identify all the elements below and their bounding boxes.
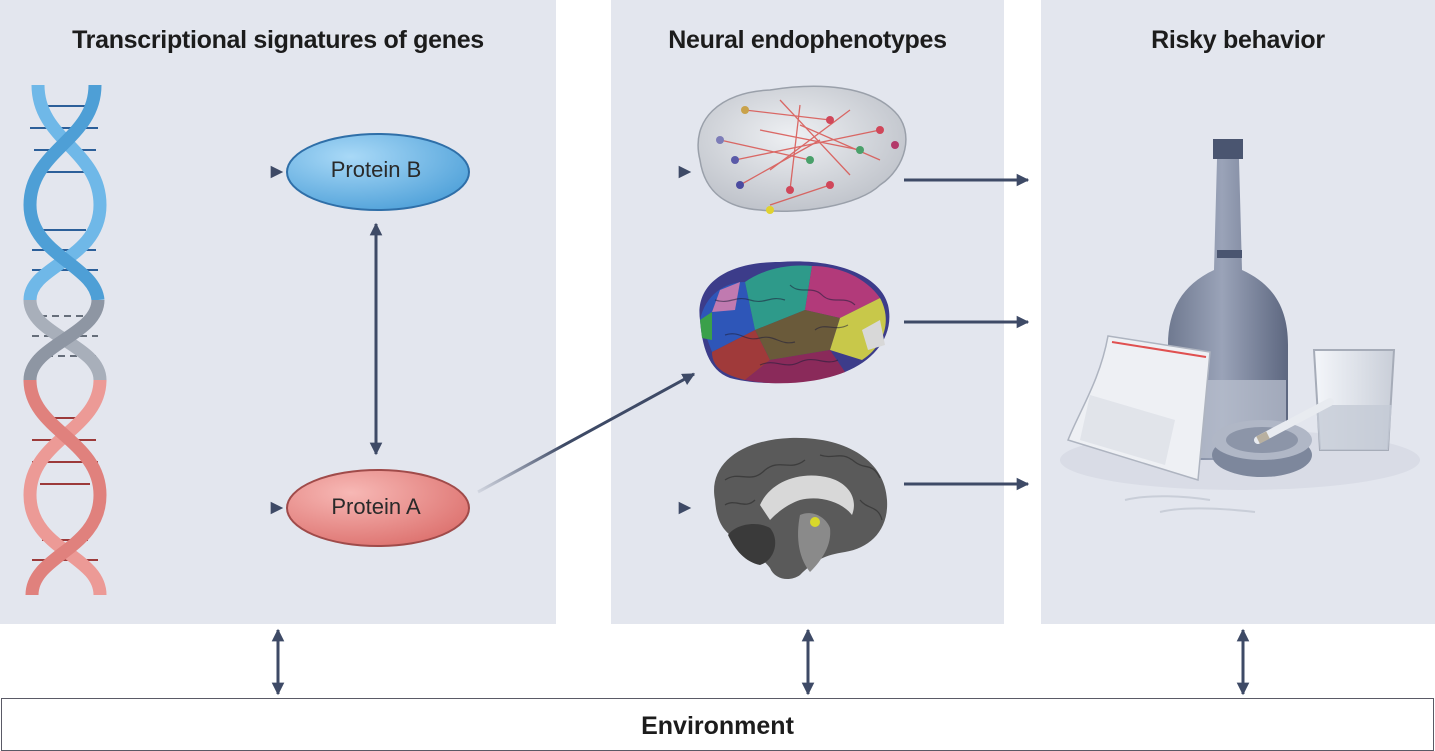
panel-title-behavior: Risky behavior [1151,26,1325,54]
brain-parcellation-icon [699,261,890,384]
environment-label: Environment [641,712,794,740]
brain-sagittal-icon [714,437,888,580]
protein-a-ellipse [286,469,470,547]
panel-title-neural: Neural endophenotypes [668,26,947,54]
protein-b-ellipse [286,133,470,211]
ashtray-cigarette-icon [1212,398,1334,477]
panel-title-genes: Transcriptional signatures of genes [72,26,484,54]
environment-box: Environment [1,698,1434,751]
arrow-protein-a-to-brain-parcellation [477,372,696,494]
brain-network-icon [697,85,907,214]
glass-icon [1312,349,1396,451]
drug-bag-icon [1067,335,1256,513]
dna-icon [23,84,107,596]
protein-a-label: Protein A [331,494,421,519]
protein-b-label: Protein B [330,157,422,182]
